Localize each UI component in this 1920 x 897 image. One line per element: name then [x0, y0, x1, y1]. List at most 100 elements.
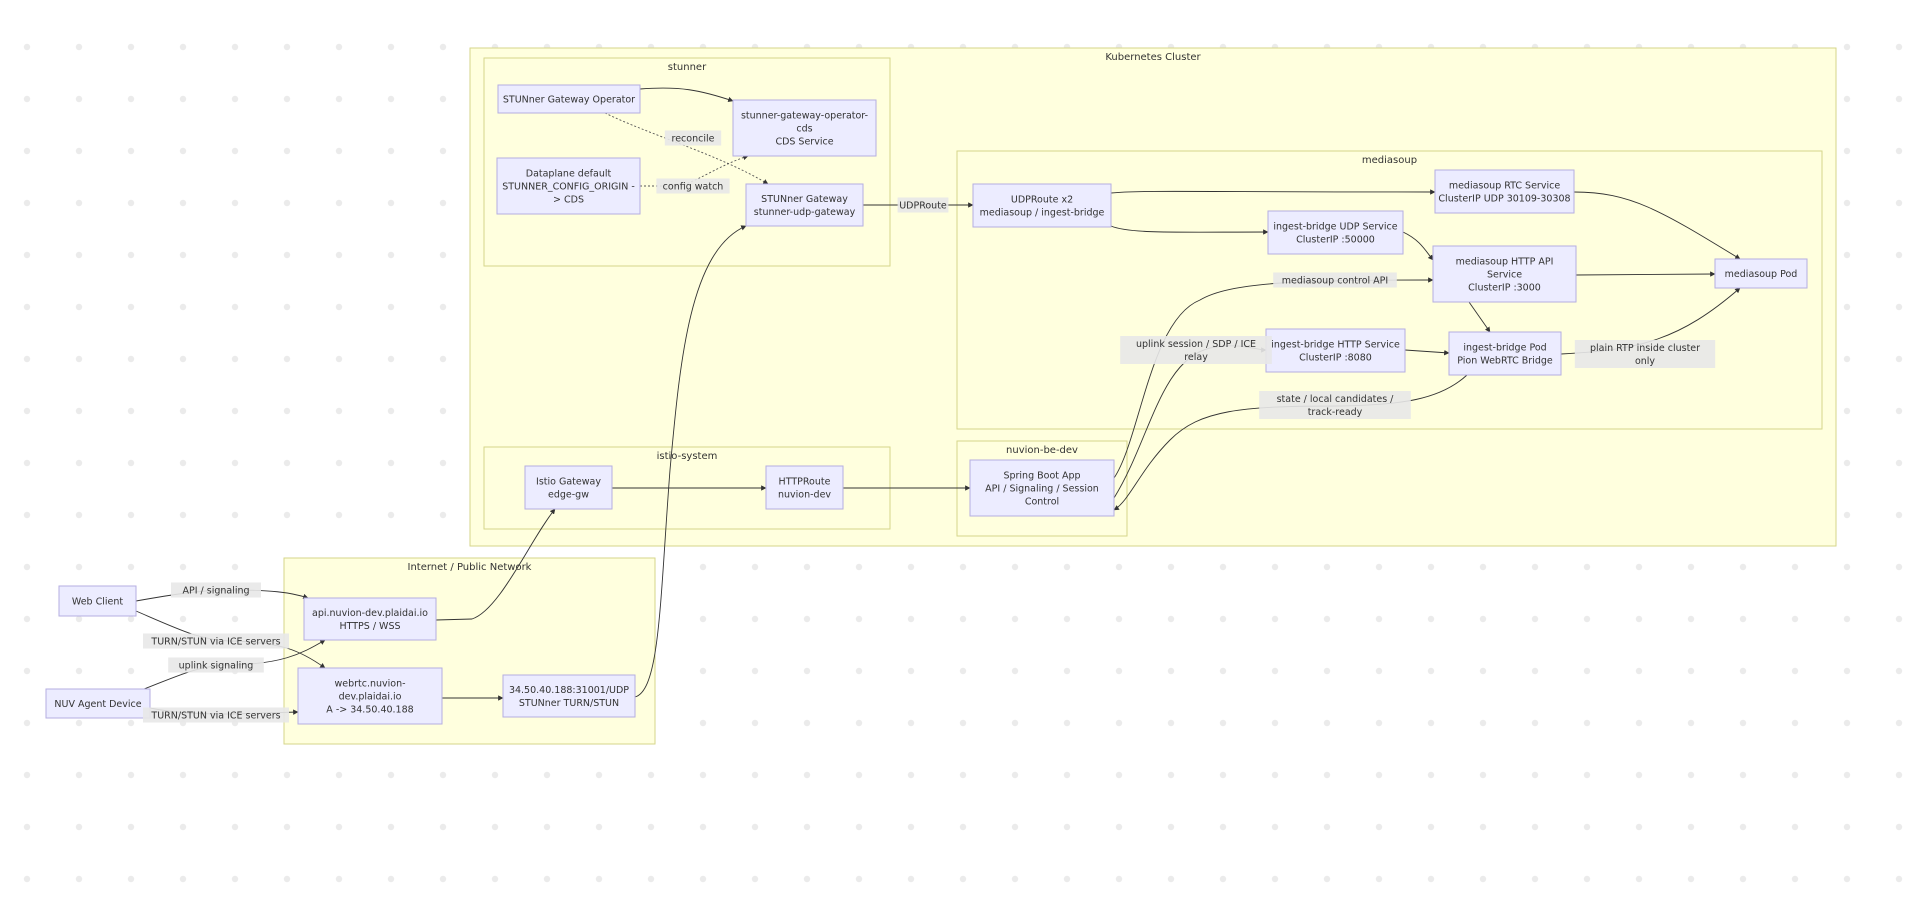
grid-dot	[127, 511, 135, 519]
grid-dot	[1791, 823, 1799, 831]
grid-dot	[803, 771, 811, 779]
grid-dot	[335, 459, 343, 467]
cluster-title: stunner	[668, 62, 707, 73]
node-label-line: ClusterIP UDP 30109-30308	[1438, 194, 1570, 205]
node-box[interactable]	[972, 183, 1112, 228]
grid-dot	[1531, 771, 1539, 779]
grid-dot	[1427, 875, 1435, 883]
grid-dot	[1583, 719, 1591, 727]
grid-dot	[1375, 823, 1383, 831]
grid-dot	[1479, 719, 1487, 727]
node-box[interactable]	[745, 183, 864, 227]
grid-dot	[647, 823, 655, 831]
grid-dot	[439, 147, 447, 155]
grid-dot	[1115, 615, 1123, 623]
grid-dot	[1583, 563, 1591, 571]
grid-dot	[1219, 771, 1227, 779]
grid-dot	[1427, 823, 1435, 831]
node-mspod[interactable]: mediasoup Pod	[1714, 258, 1808, 289]
node-label-line: stunner-gateway-operator-	[741, 111, 868, 122]
grid-dot	[23, 355, 31, 363]
grid-dot	[23, 719, 31, 727]
grid-dot	[179, 771, 187, 779]
grid-dot	[283, 823, 291, 831]
grid-dot	[1011, 823, 1019, 831]
edge-ibhttp-ibpod	[1404, 349, 1450, 356]
grid-dot	[283, 199, 291, 207]
grid-dot	[1323, 615, 1331, 623]
node-box[interactable]	[1432, 245, 1577, 303]
grid-dot	[1843, 667, 1851, 675]
grid-dot	[335, 147, 343, 155]
grid-dot	[23, 511, 31, 519]
grid-dot	[439, 95, 447, 103]
node-box[interactable]	[45, 688, 151, 719]
node-box[interactable]	[1434, 169, 1575, 214]
node-box[interactable]	[1265, 328, 1406, 373]
grid-dot	[439, 251, 447, 259]
grid-dot	[75, 147, 83, 155]
grid-dot	[1271, 875, 1279, 883]
node-webclient[interactable]: Web Client	[58, 585, 137, 617]
node-box[interactable]	[524, 465, 613, 510]
grid-dot	[1843, 355, 1851, 363]
grid-dot	[1895, 823, 1903, 831]
node-label-line: Dataplane default	[526, 169, 612, 180]
grid-dot	[127, 771, 135, 779]
node-box[interactable]	[1267, 210, 1404, 255]
node-box[interactable]	[303, 597, 437, 641]
nodes: STUNner Gateway Operator stunner-gateway-…	[45, 84, 1808, 725]
node-operator[interactable]: STUNner Gateway Operator	[497, 84, 641, 114]
node-webrtc[interactable]: webrtc.nuvion-dev.plaidai.ioA -> 34.50.4…	[297, 667, 443, 725]
node-box[interactable]	[1448, 331, 1562, 376]
grid-dot	[75, 459, 83, 467]
grid-dot	[75, 771, 83, 779]
grid-dot	[1167, 823, 1175, 831]
grid-dot	[335, 823, 343, 831]
grid-dot	[1115, 563, 1123, 571]
edge-label-text: UDPRoute	[899, 201, 947, 212]
grid-dot	[231, 251, 239, 259]
grid-dot	[127, 719, 135, 727]
grid-dot	[1271, 719, 1279, 727]
node-box[interactable]	[1714, 258, 1808, 289]
grid-dot	[1583, 667, 1591, 675]
node-box[interactable]	[969, 459, 1115, 517]
grid-dot	[127, 95, 135, 103]
grid-dot	[1583, 771, 1591, 779]
node-box[interactable]	[497, 84, 641, 114]
node-box[interactable]	[496, 157, 641, 215]
grid-dot	[647, 771, 655, 779]
node-box[interactable]	[765, 465, 844, 510]
node-agent[interactable]: NUV Agent Device	[45, 688, 151, 719]
edge-label-spring-httpapi: mediasoup control API	[1273, 272, 1397, 288]
node-box[interactable]	[502, 674, 636, 718]
grid-dot	[335, 95, 343, 103]
grid-dot	[1219, 667, 1227, 675]
node-label-line: CDS Service	[775, 137, 833, 148]
node-box[interactable]	[732, 99, 877, 157]
node-box[interactable]	[58, 585, 137, 617]
grid-dot	[1115, 667, 1123, 675]
grid-dot	[959, 615, 967, 623]
grid-dot	[1739, 771, 1747, 779]
grid-dot	[127, 43, 135, 51]
node-box[interactable]	[297, 667, 443, 725]
grid-dot	[907, 615, 915, 623]
grid-dot	[803, 667, 811, 675]
grid-dot	[387, 875, 395, 883]
